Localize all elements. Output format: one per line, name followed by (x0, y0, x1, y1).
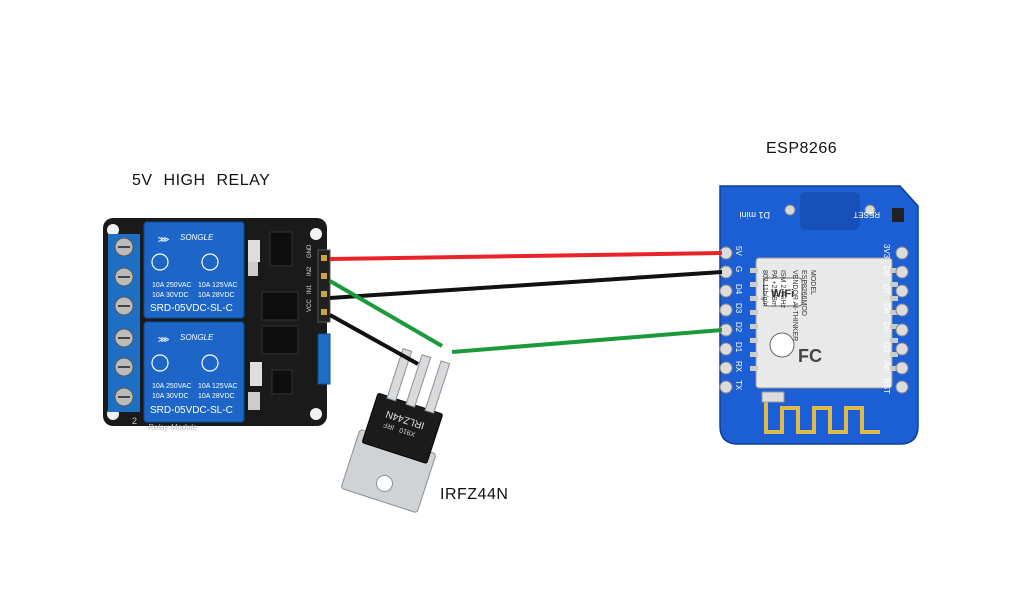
jumper-header (317, 333, 331, 385)
relay-rating: 10A 28VDC (198, 292, 235, 299)
chip-line: 802.11b/g/n (761, 270, 768, 307)
board-label: D1 mini (739, 210, 770, 220)
ul-mark-icon (201, 354, 219, 372)
relay-rating: 10A 28VDC (198, 393, 235, 400)
relay-rating: 10A 250VAC (152, 282, 192, 289)
wire-black-source (329, 313, 419, 366)
pin-label-d2: D2 (734, 322, 743, 333)
pin-label-5v: 5V (734, 246, 743, 256)
channel-number: 2 (132, 416, 137, 426)
relay-rating: 10A 30VDC (152, 292, 189, 299)
mosfet-title: IRFZ44N (440, 486, 509, 503)
chip-line: ESP8266MOD (800, 270, 807, 316)
module-text: Relay Module (148, 423, 197, 432)
pin-label-d7: D7 (882, 284, 891, 295)
relay-title: 5V HIGH RELAY (132, 172, 271, 189)
module-pads (750, 268, 898, 371)
wire-red-5v (329, 251, 723, 261)
wire-black-gnd (329, 270, 723, 300)
pin-label-d8: D8 (882, 266, 891, 277)
wifi-logo (763, 277, 803, 307)
reset-label: RESET (853, 210, 880, 219)
pin-label-g: G (734, 266, 743, 272)
chip-model: MODEL (809, 270, 816, 295)
chip-line: PA +25dBm (770, 270, 777, 307)
relay-brand: SONGLE (180, 233, 214, 242)
pin-label-vcc: VCC (307, 299, 313, 312)
certification-icon (151, 253, 169, 271)
relay-1: ⋙ SONGLE 10A 250VAC 10A 125VAC 10A 30VDC… (143, 221, 245, 319)
wires (328, 251, 723, 366)
pin-label-d0: D0 (882, 342, 891, 353)
relay-model: SRD-05VDC-SL-C (150, 303, 233, 314)
wire-green-d2 (451, 328, 723, 354)
relay-header-pins: VCC IN1 IN2 GND (307, 244, 331, 385)
smd-components (248, 231, 299, 410)
mounting-hole (310, 228, 322, 240)
pin-label-a0: A0 (882, 361, 891, 371)
relay-model: SRD-05VDC-SL-C (150, 405, 233, 416)
svg-text:⋙: ⋙ (158, 335, 169, 344)
mosfet-brand: IRF (383, 420, 396, 430)
relay-rating: 10A 125VAC (198, 383, 238, 390)
relay-module: ⋙ SONGLE 10A 250VAC 10A 125VAC 10A 30VDC… (103, 218, 331, 432)
mounting-hole (310, 408, 322, 420)
mounting-hole (107, 224, 119, 236)
svg-text:⋙: ⋙ (158, 235, 169, 244)
optocoupler (261, 325, 299, 355)
esp8266-board: RESET D1 mini WiFi FC MODEL ESP8266MOD V… (719, 185, 919, 445)
esp-right-pins (895, 246, 909, 394)
pin-label-d3: D3 (734, 303, 743, 314)
screw-terminal-block (108, 234, 140, 412)
pin-label-d6: D6 (882, 303, 891, 314)
esp-left-pins (719, 246, 733, 394)
pin-label-d1: D1 (734, 342, 743, 353)
esp-title: ESP8266 (766, 140, 838, 157)
relay-brand: SONGLE (180, 333, 214, 342)
mosfet-irfz44n: IRLZ44N X910 IRF (341, 347, 451, 513)
pin-label-3v3: 3V3 (882, 244, 891, 259)
certification-icon (151, 354, 169, 372)
relay-rating: 10A 250VAC (152, 383, 192, 390)
reset-button (892, 208, 904, 222)
pin-label-tx: TX (734, 380, 743, 391)
pcb-antenna (764, 396, 880, 434)
relay-rating: 10A 125VAC (198, 282, 238, 289)
pin-label-d5: D5 (882, 322, 891, 333)
mosfet-drain-leg (405, 354, 432, 408)
mosfet-source-leg (424, 360, 451, 414)
chip-line: ISM 2.4GHz (779, 270, 786, 309)
mosfet-code: X910 (399, 426, 417, 438)
pin-label-in1: IN1 (307, 284, 313, 294)
wifi-logo-text: WiFi (771, 288, 794, 300)
pin-label-rst: RST (882, 378, 891, 394)
pin-label-in2: IN2 (307, 266, 313, 276)
pin-label-d4: D4 (734, 284, 743, 295)
ai-logo-icon (769, 332, 795, 358)
wire-green-in1 (328, 279, 444, 348)
pin-label-gnd: GND (307, 244, 313, 258)
usb-port (800, 192, 860, 230)
mosfet-gate-leg (386, 347, 413, 402)
ul-mark-icon (201, 253, 219, 271)
optocoupler (261, 291, 299, 321)
pin-label-rx: RX (734, 361, 743, 373)
relay-rating: 10A 30VDC (152, 393, 189, 400)
chip-line: VENDOR AI-THINKER (791, 270, 798, 341)
relay-2: ⋙ SONGLE 10A 250VAC 10A 125VAC 10A 30VDC… (143, 321, 245, 423)
fc-mark-icon: FC (798, 346, 822, 366)
